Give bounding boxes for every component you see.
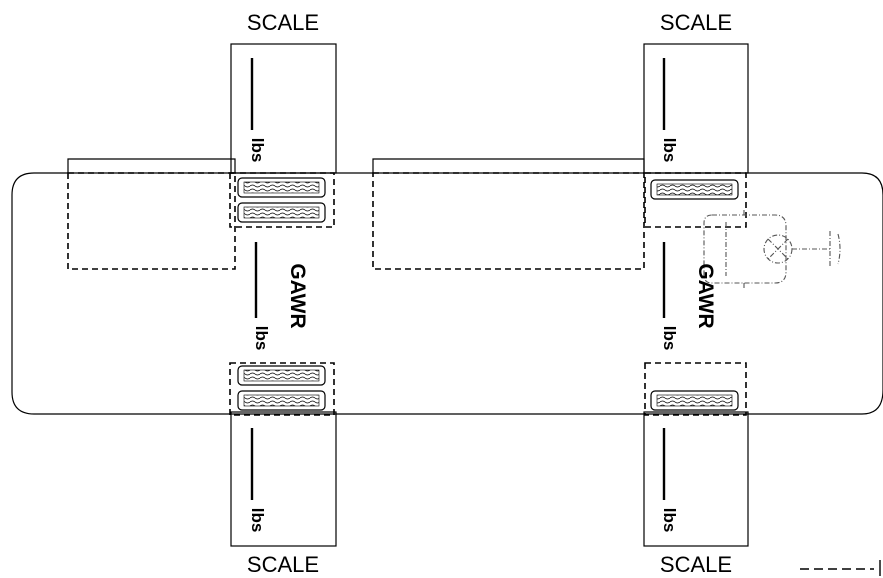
tire-rear-top-outer <box>237 177 326 198</box>
scale-label-front-bottom: SCALE <box>660 552 732 577</box>
vehicle-body-outline <box>11 172 883 415</box>
weight-blank-front-bottom: lbs <box>660 428 679 532</box>
unit-label-rear-top: lbs <box>248 138 267 163</box>
mid-compartment-tab <box>372 158 645 173</box>
front-axle-top-tire-box <box>644 172 747 228</box>
rear-axle-bottom-tire-box <box>229 362 335 416</box>
rear-axle-top-tire-box <box>229 172 335 228</box>
scale-platform-rear-bottom <box>230 411 337 547</box>
weight-blank-rear-top: lbs <box>248 58 267 162</box>
gawr-label-front: GAWR <box>694 263 717 328</box>
gawr-label-rear: GAWR <box>286 263 309 328</box>
tire-front-top <box>650 179 739 200</box>
gawr-blank-front: lbs GAWR <box>660 242 717 350</box>
tire-rear-bottom-outer <box>237 390 326 411</box>
gawr-unit-front: lbs <box>660 326 679 351</box>
unit-label-front-bottom: lbs <box>660 508 679 533</box>
tire-rear-bottom-inner <box>237 365 326 386</box>
rear-compartment-dashed <box>67 172 236 270</box>
front-axle-bottom-tire-box <box>644 362 747 416</box>
legend-dashed-line <box>800 560 881 576</box>
scale-label-rear-bottom: SCALE <box>247 552 319 577</box>
gawr-blank-rear: lbs GAWR <box>252 242 309 350</box>
mid-compartment-dashed <box>372 172 645 270</box>
tire-front-bottom <box>650 390 739 411</box>
unit-label-rear-bottom: lbs <box>248 508 267 533</box>
scale-platform-front-bottom <box>643 411 749 547</box>
gawr-unit-rear: lbs <box>252 326 271 351</box>
weight-blank-rear-bottom: lbs <box>248 428 267 532</box>
rear-compartment-tab <box>67 158 236 173</box>
weight-blank-front-top: lbs <box>660 58 679 162</box>
steering-wheel-icon <box>703 210 841 288</box>
scale-platform-rear-top <box>230 43 337 174</box>
scale-label-front-top: SCALE <box>660 10 732 35</box>
scale-label-rear-top: SCALE <box>247 10 319 35</box>
scale-platform-front-top <box>643 43 749 174</box>
tire-rear-top-inner <box>237 202 326 223</box>
unit-label-front-top: lbs <box>660 138 679 163</box>
